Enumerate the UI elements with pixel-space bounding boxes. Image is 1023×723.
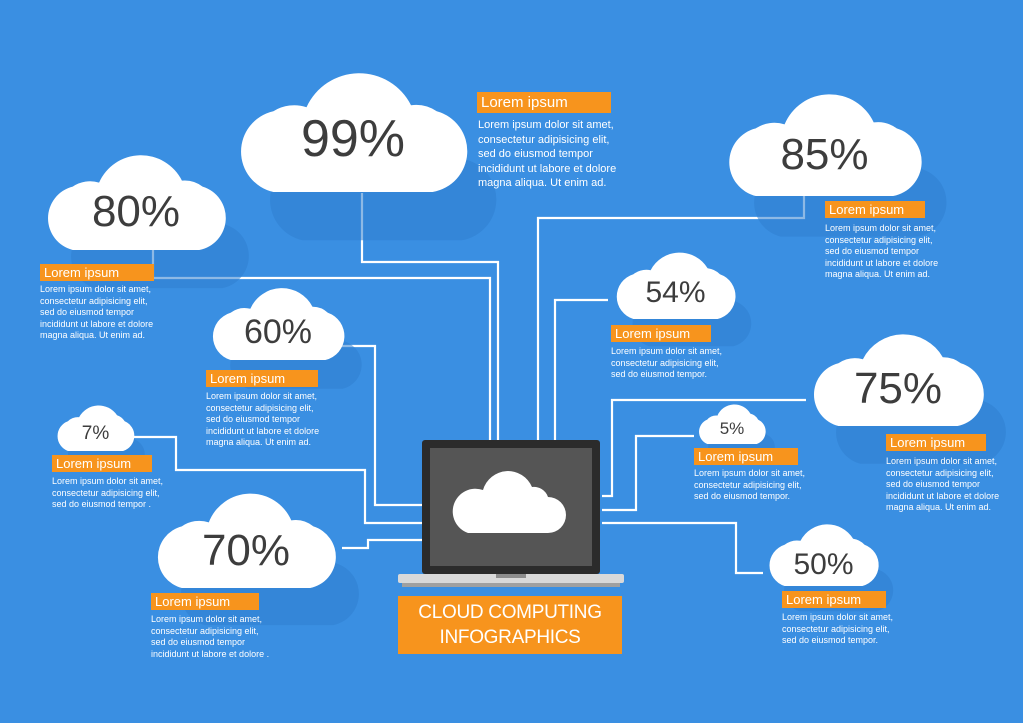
cloud-value: 5% [719,419,745,438]
connector-line [342,538,422,550]
cloud-label: Lorem ipsum [782,591,886,608]
cloud-7: 7% [52,400,145,470]
cloud-shape [157,493,336,588]
cloud-shape [769,524,879,586]
cloud-description: Lorem ipsum dolor sit amet, consectetur … [52,476,164,510]
cloud-shape [729,94,922,196]
cloud-value: 80% [91,187,181,236]
cloud-description: Lorem ipsum dolor sit amet, consectetur … [886,456,1000,513]
cloud-54: 54% [610,243,752,347]
cloud-value: 70% [201,526,291,575]
cloud-value: 54% [645,276,706,309]
title-line-2: INFOGRAPHICS [439,627,581,648]
cloud-shape [241,73,468,192]
cloud-description: Lorem ipsum dolor sit amet, consectetur … [782,612,894,646]
cloud-shape [212,288,345,360]
cloud-80: 80% [40,143,249,289]
connector-line [118,435,422,525]
cloud-shape [57,405,135,451]
cloud-value: 85% [780,130,869,179]
cloud-99: 99% [232,56,497,241]
cloud-shape [48,155,226,250]
laptop [398,440,624,590]
cloud-description: Lorem ipsum dolor sit amet, consectetur … [40,284,154,341]
cloud-label: Lorem ipsum [477,92,611,113]
cloud-value: 60% [243,313,313,351]
cloud-value: 50% [793,548,854,581]
cloud-description: Lorem ipsum dolor sit amet, consectetur … [206,391,320,448]
cloud-75: 75% [806,320,1006,464]
cloud-description: Lorem ipsum dolor sit amet, consectetur … [825,223,939,280]
cloud-description: Lorem ipsum dolor sit amet, consectetur … [151,614,270,659]
cloud-value: 75% [853,364,943,413]
cloud-description: Lorem ipsum dolor sit amet, consectetur … [694,468,806,502]
connector-line [553,298,608,440]
cloud-label: Lorem ipsum [52,455,152,472]
cloud-50: 50% [763,516,894,612]
cloud-description: Lorem ipsum dolor sit amet, consectetur … [478,119,617,189]
cloud-60: 60% [206,280,362,389]
cloud-shape [699,404,766,444]
cloud-value: 99% [300,110,406,168]
cloud-label: Lorem ipsum [611,325,711,342]
cloud-shape [813,334,984,426]
title-line-1: CLOUD COMPUTING [418,602,602,623]
cloud-label: Lorem ipsum [694,448,798,465]
connector-line [602,434,694,512]
cloud-label: Lorem ipsum [40,264,154,281]
cloud-label: Lorem ipsum [825,201,925,218]
cloud-icon [452,471,566,533]
cloud-label: Lorem ipsum [886,434,986,451]
connector-line [602,521,763,575]
cloud-label: Lorem ipsum [206,370,318,387]
cloud-85: 85% [721,82,947,237]
infographic-title: CLOUD COMPUTING INFOGRAPHICS [398,596,622,654]
cloud-shape [616,252,736,319]
connector-line [602,398,806,498]
cloud-label: Lorem ipsum [151,593,259,610]
cloud-value: 7% [81,423,110,444]
cloud-description: Lorem ipsum dolor sit amet, consectetur … [611,346,723,380]
cloud-5: 5% [694,402,775,460]
cloud-70: 70% [150,484,359,626]
